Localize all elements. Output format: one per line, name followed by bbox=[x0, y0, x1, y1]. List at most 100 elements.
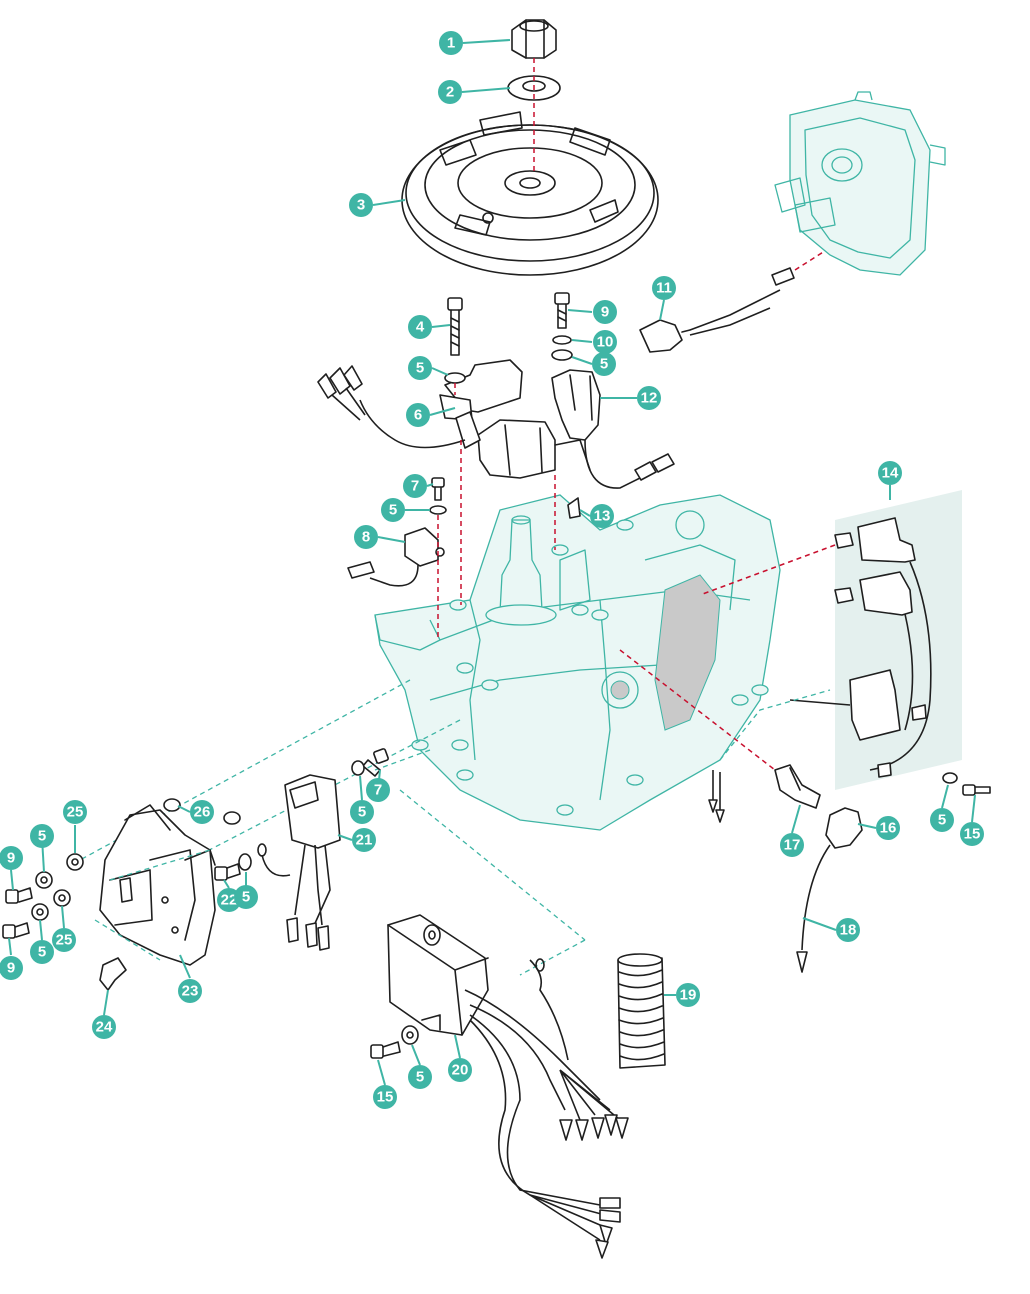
svg-text:11: 11 bbox=[656, 280, 672, 297]
svg-text:5: 5 bbox=[389, 502, 397, 519]
svg-text:21: 21 bbox=[356, 832, 373, 849]
bolt-22 bbox=[214, 863, 241, 881]
callout-15b: 15 bbox=[373, 1085, 397, 1109]
callout-5d: 5 bbox=[930, 808, 954, 832]
callout-5c: 5 bbox=[592, 352, 616, 376]
bolt-7-mid bbox=[362, 748, 389, 777]
grommet-25b bbox=[53, 889, 71, 907]
svg-text:7: 7 bbox=[411, 478, 419, 495]
svg-text:16: 16 bbox=[880, 820, 897, 837]
bolt-9-left-a bbox=[5, 887, 33, 904]
svg-text:9: 9 bbox=[601, 304, 609, 321]
callout-12: 12 bbox=[637, 386, 661, 410]
flywheel bbox=[401, 111, 659, 276]
engine-block bbox=[374, 494, 781, 831]
svg-text:4: 4 bbox=[416, 319, 425, 336]
washer-5i bbox=[31, 903, 49, 921]
washer-5e bbox=[401, 1025, 419, 1045]
callout-3: 3 bbox=[349, 193, 373, 217]
callout-13: 13 bbox=[590, 504, 614, 528]
wire-clip bbox=[99, 957, 127, 991]
callout-15a: 15 bbox=[960, 822, 984, 846]
callout-11: 11 bbox=[652, 276, 676, 300]
callout-5g: 5 bbox=[234, 885, 258, 909]
callout-2: 2 bbox=[438, 80, 462, 104]
callout-9a: 9 bbox=[593, 300, 617, 324]
svg-text:3: 3 bbox=[357, 197, 365, 214]
callout-5i: 5 bbox=[30, 940, 54, 964]
washer-5c bbox=[551, 349, 573, 361]
callout-26: 26 bbox=[190, 800, 214, 824]
callout-9b: 9 bbox=[0, 846, 23, 870]
rectifier-housing bbox=[774, 91, 946, 276]
svg-text:15: 15 bbox=[377, 1089, 394, 1106]
callout-7a: 7 bbox=[403, 474, 427, 498]
lock-washer-10 bbox=[552, 335, 572, 345]
callout-5f: 5 bbox=[350, 800, 374, 824]
svg-text:5: 5 bbox=[38, 828, 46, 845]
callout-24: 24 bbox=[92, 1015, 116, 1039]
callout-8: 8 bbox=[354, 525, 378, 549]
callout-17: 17 bbox=[780, 833, 804, 857]
svg-text:9: 9 bbox=[7, 850, 15, 867]
svg-text:25: 25 bbox=[56, 932, 73, 949]
callout-14: 14 bbox=[878, 461, 902, 485]
woodruff-key bbox=[567, 497, 581, 519]
svg-text:23: 23 bbox=[182, 983, 199, 1000]
svg-text:1: 1 bbox=[447, 35, 455, 52]
charge-coil bbox=[317, 359, 591, 479]
callout-9c: 9 bbox=[0, 956, 23, 980]
callout-16: 16 bbox=[876, 816, 900, 840]
pulser-coil bbox=[551, 369, 675, 489]
svg-text:5: 5 bbox=[242, 889, 250, 906]
bolt-15-bottom bbox=[370, 1041, 401, 1059]
svg-text:15: 15 bbox=[964, 826, 981, 843]
svg-text:18: 18 bbox=[840, 922, 857, 939]
callout-5a: 5 bbox=[408, 356, 432, 380]
svg-text:17: 17 bbox=[784, 837, 801, 854]
svg-text:25: 25 bbox=[67, 804, 84, 821]
callout-5e: 5 bbox=[408, 1065, 432, 1089]
svg-text:13: 13 bbox=[594, 508, 611, 525]
washer-5d bbox=[942, 772, 958, 784]
callout-5b: 5 bbox=[381, 498, 405, 522]
washer-5f bbox=[351, 760, 365, 776]
svg-text:14: 14 bbox=[882, 465, 899, 482]
svg-text:5: 5 bbox=[416, 1069, 424, 1086]
mounting-bracket bbox=[99, 804, 216, 966]
callout-5h: 5 bbox=[30, 824, 54, 848]
svg-text:5: 5 bbox=[416, 360, 424, 377]
callout-20: 20 bbox=[448, 1058, 472, 1082]
voltage-regulator bbox=[257, 774, 341, 951]
washer-5b bbox=[429, 505, 447, 515]
callout-23: 23 bbox=[178, 979, 202, 1003]
svg-text:5: 5 bbox=[600, 356, 608, 373]
callout-21: 21 bbox=[352, 828, 376, 852]
spark-plug-cap bbox=[796, 807, 863, 973]
washer-5g bbox=[238, 853, 252, 871]
washer-5h bbox=[35, 871, 53, 889]
svg-text:6: 6 bbox=[414, 407, 422, 424]
callout-10: 10 bbox=[593, 330, 617, 354]
callout-4: 4 bbox=[408, 315, 432, 339]
callout-19: 19 bbox=[676, 983, 700, 1007]
svg-text:9: 9 bbox=[7, 960, 15, 977]
svg-text:5: 5 bbox=[938, 812, 946, 829]
grommet-26 bbox=[163, 798, 241, 825]
water-temp-sensor bbox=[774, 764, 821, 809]
bolt-9-left-b bbox=[2, 922, 30, 939]
svg-text:26: 26 bbox=[194, 804, 211, 821]
svg-text:19: 19 bbox=[680, 987, 697, 1004]
svg-text:2: 2 bbox=[446, 84, 454, 101]
cdi-unit bbox=[387, 914, 629, 1259]
svg-text:20: 20 bbox=[452, 1062, 469, 1079]
callout-25b: 25 bbox=[52, 928, 76, 952]
svg-text:10: 10 bbox=[597, 334, 614, 351]
flywheel-nut bbox=[511, 19, 557, 59]
svg-text:5: 5 bbox=[358, 804, 366, 821]
bolt-7-top bbox=[431, 477, 445, 501]
svg-text:22: 22 bbox=[221, 892, 238, 909]
bolt-4 bbox=[447, 297, 463, 356]
svg-text:24: 24 bbox=[96, 1019, 113, 1036]
